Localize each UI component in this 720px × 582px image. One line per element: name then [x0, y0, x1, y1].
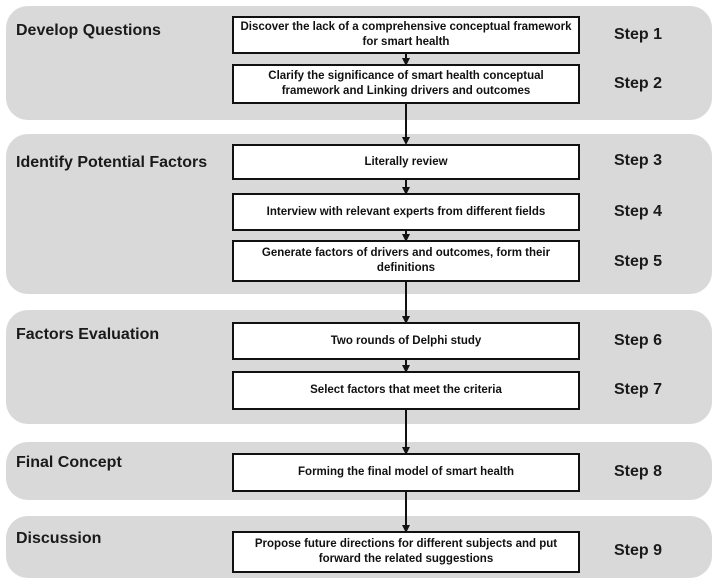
phase-title: Identify Potential Factors — [16, 154, 208, 171]
step-label-4: Step 4 — [614, 203, 663, 220]
step-box-2: Clarify the significance of smart health… — [232, 64, 580, 104]
step-box-5: Generate factors of drivers and outcomes… — [232, 240, 580, 282]
step-box-6: Two rounds of Delphi study — [232, 322, 580, 360]
phase-title: Final Concept — [16, 454, 122, 471]
step-box-3: Literally review — [232, 144, 580, 180]
step-box-4: Interview with relevant experts from dif… — [232, 193, 580, 231]
step-label-8: Step 8 — [614, 463, 663, 480]
step-box-1: Discover the lack of a comprehensive con… — [232, 16, 580, 54]
step-label-9: Step 9 — [614, 542, 663, 559]
step-box-7: Select factors that meet the criteria — [232, 371, 580, 410]
step-label-7: Step 7 — [614, 381, 663, 398]
step-label-3: Step 3 — [614, 152, 663, 169]
step-label-6: Step 6 — [614, 332, 663, 349]
step-label-1: Step 1 — [614, 26, 663, 43]
step-box-9: Propose future directions for different … — [232, 531, 580, 573]
step-label-2: Step 2 — [614, 75, 663, 92]
phase-title: Discussion — [16, 530, 102, 547]
phase-title: Develop Questions — [16, 22, 161, 39]
phase-title: Factors Evaluation — [16, 326, 160, 343]
step-box-8: Forming the final model of smart health — [232, 453, 580, 492]
step-label-5: Step 5 — [614, 253, 663, 270]
